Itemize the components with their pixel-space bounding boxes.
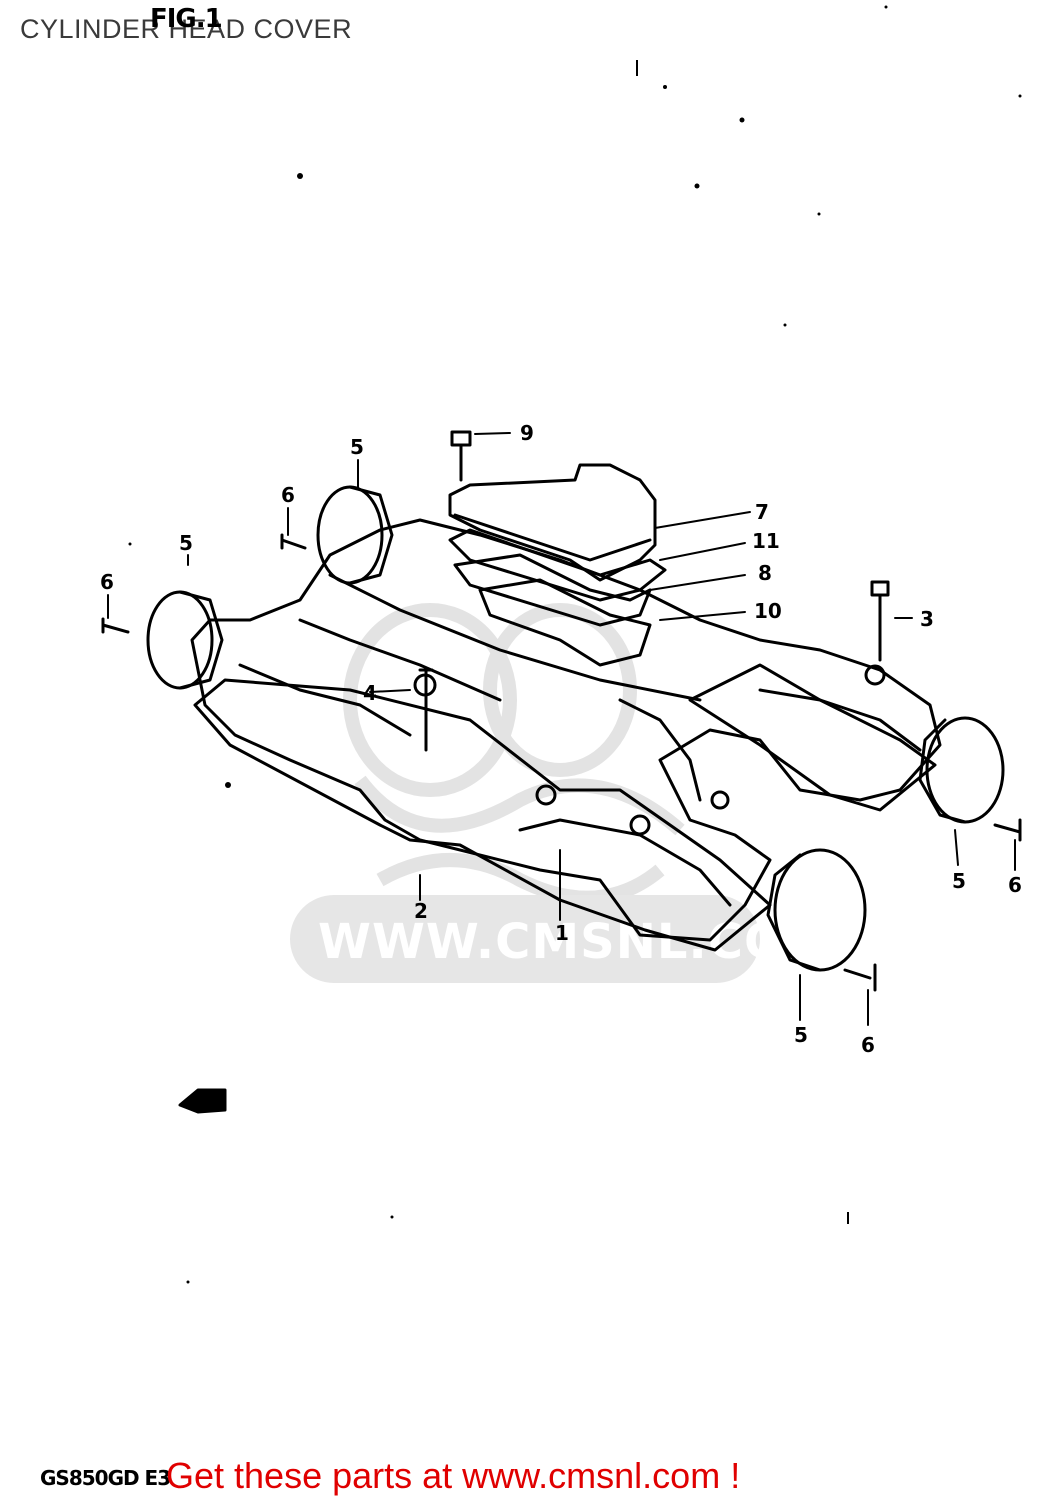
figure-label: FIG.1 [150, 4, 223, 34]
watermark: WWW.CMSNL.COM [290, 603, 835, 983]
callout-11: 11 [752, 529, 780, 553]
screw-6a [280, 533, 307, 550]
callout-10: 10 [754, 599, 782, 623]
breather-cover [448, 463, 657, 582]
callout-6b: 6 [100, 570, 114, 594]
page-title: CYLINDER HEAD COVER [20, 14, 353, 44]
callouts: 1 2 3 4 5 5 5 5 6 6 6 6 7 8 9 10 11 [100, 421, 1022, 1057]
callout-5a: 5 [350, 435, 364, 459]
callout-6c: 6 [1008, 873, 1022, 897]
callout-6a: 6 [281, 483, 295, 507]
scan-specks [128, 5, 1022, 1284]
callout-1: 1 [555, 921, 569, 945]
cover-web [618, 698, 702, 802]
cover-gasket-right [688, 663, 937, 812]
model-code-label: GS850GD E3 [40, 1466, 171, 1490]
callout-3: 3 [920, 607, 934, 631]
watermark-banner [290, 895, 760, 983]
cylinder-head-cover [190, 518, 942, 942]
breather-element-10 [478, 578, 652, 667]
callout-6d: 6 [861, 1033, 875, 1057]
cover-boss-2 [535, 784, 557, 806]
end-cap-right-rear [918, 716, 1005, 824]
screw-6b [101, 617, 130, 634]
cover-boss-4 [864, 664, 886, 686]
screw-6d [843, 963, 877, 992]
end-cap-left-rear [316, 485, 394, 585]
callout-8: 8 [758, 561, 772, 585]
callout-5d: 5 [794, 1023, 808, 1047]
front-direction-arrow-icon [178, 1088, 227, 1114]
callout-5b: 5 [179, 531, 193, 555]
watermark-text: WWW.CMSNL.COM [318, 914, 835, 970]
bolt-3 [870, 580, 890, 662]
leader-lines [107, 432, 1016, 1026]
callout-9: 9 [520, 421, 534, 445]
cover-boss-5 [710, 790, 730, 810]
callout-2: 2 [414, 899, 428, 923]
screw-6c [993, 818, 1022, 842]
get-parts-link[interactable]: Get these parts at www.cmsnl.com ! [166, 1455, 741, 1496]
end-cap-right-front [766, 848, 867, 972]
breather-cover-edge [453, 513, 652, 562]
cover-cap-right [758, 688, 922, 752]
bolt-9 [450, 430, 472, 482]
cover-ridge-2 [328, 573, 702, 702]
callout-4: 4 [363, 681, 377, 705]
bolt-4 [418, 668, 434, 752]
breather-gasket-11 [448, 528, 667, 602]
cover-ridge-1 [238, 663, 412, 737]
end-cap-left-front [146, 590, 224, 690]
cover-ridge-3 [298, 618, 502, 702]
callout-7: 7 [755, 500, 769, 524]
cover-boss-3 [629, 814, 651, 836]
callout-5c: 5 [952, 869, 966, 893]
cover-gasket-left [193, 678, 772, 952]
